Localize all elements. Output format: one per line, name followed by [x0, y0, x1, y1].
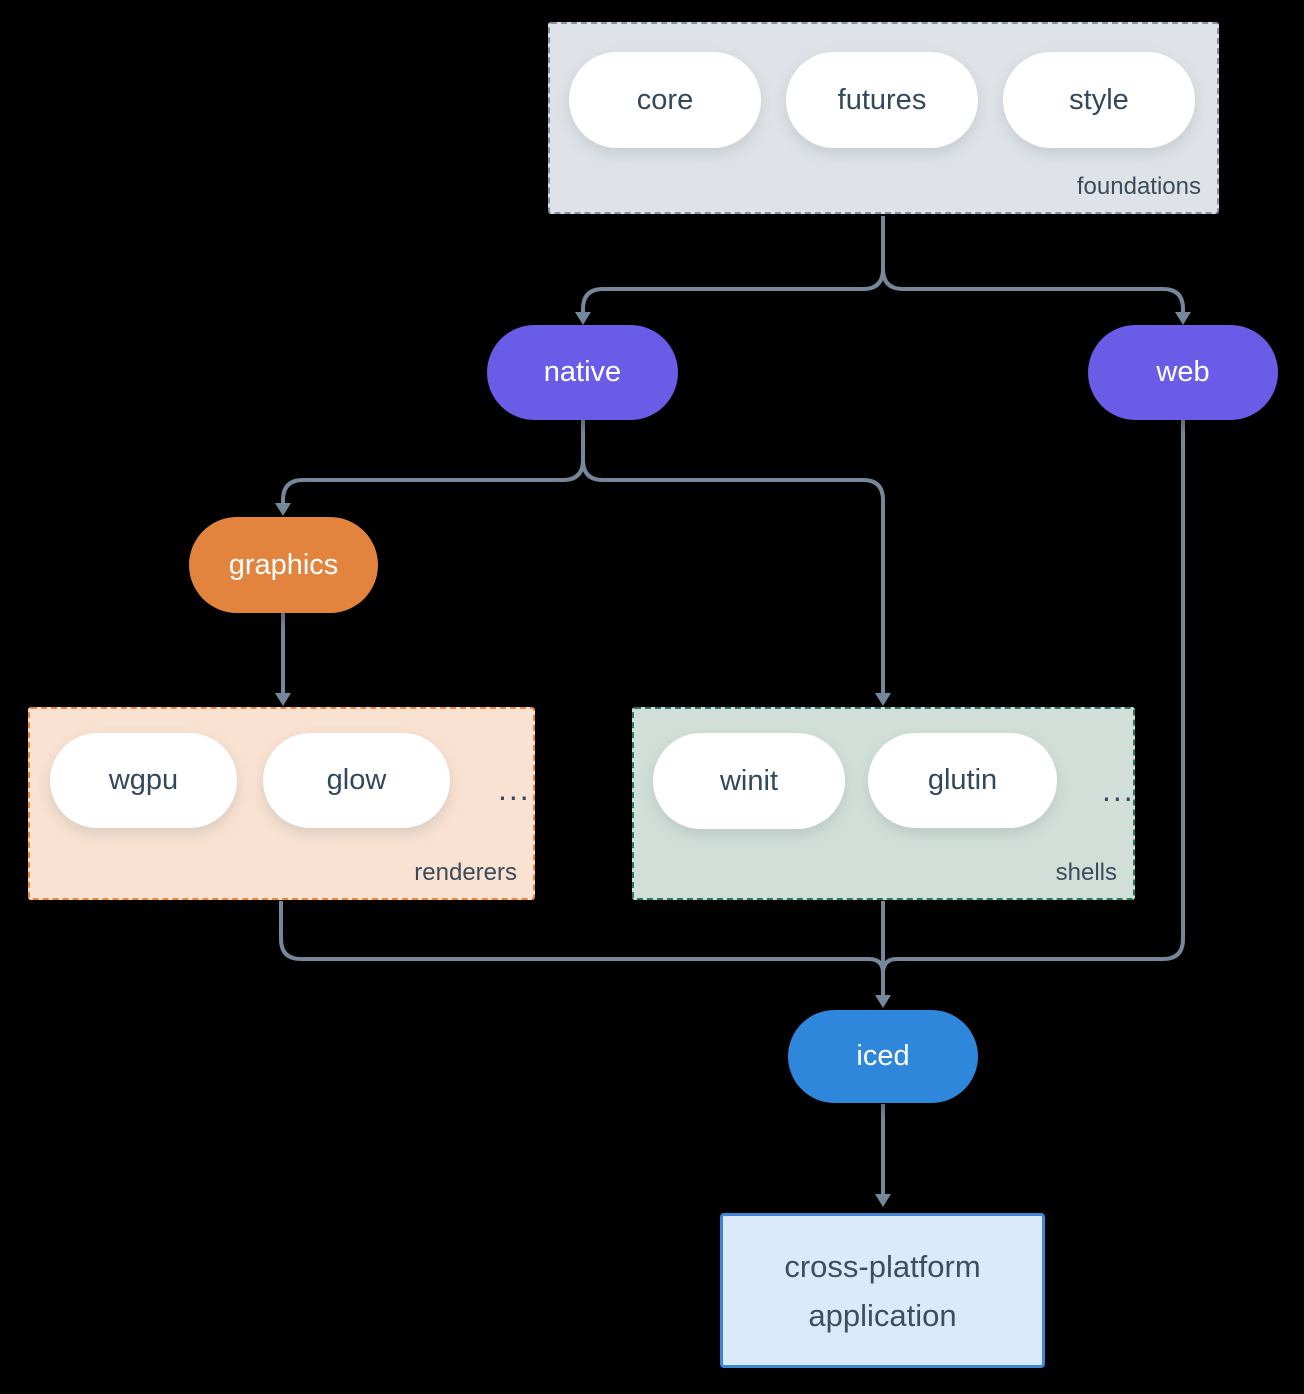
arrowhead-web-icon [1175, 312, 1191, 325]
renderers-group: wgpu glow ... renderers [28, 707, 535, 900]
renderers-pill-row: wgpu glow ... [30, 709, 533, 828]
pill-glow: glow [263, 733, 450, 828]
pill-core: core [569, 52, 761, 148]
pill-style: style [1003, 52, 1195, 148]
node-graphics: graphics [189, 517, 378, 613]
edge-renderers-iced [279, 901, 885, 974]
shells-label: shells [1055, 859, 1117, 886]
foundations-label: foundations [1076, 173, 1201, 200]
pill-futures: futures [786, 52, 978, 148]
arrowhead-application-icon [875, 1194, 891, 1207]
node-iced: iced [788, 1010, 978, 1103]
pill-glutin: glutin [868, 733, 1057, 828]
edge-native-shells [581, 459, 885, 696]
pill-winit: winit [653, 733, 845, 829]
arrowhead-native-icon [575, 312, 591, 325]
node-native: native [487, 325, 678, 420]
application-label-line1: cross-platform [784, 1248, 981, 1284]
node-application: cross-platform application [720, 1213, 1045, 1368]
arrowhead-graphics-icon [275, 503, 291, 516]
application-label-line2: application [808, 1297, 957, 1333]
shells-pill-row: winit glutin ... [634, 709, 1133, 829]
shells-ellipsis: ... [1102, 771, 1135, 808]
renderers-label: renderers [414, 859, 517, 886]
edge-native-graphics [281, 420, 585, 506]
renderers-ellipsis: ... [498, 771, 531, 807]
arrowhead-shells-icon [875, 693, 891, 706]
foundations-pill-row: core futures style [550, 24, 1217, 148]
arrowhead-iced-icon [875, 995, 891, 1008]
foundations-group: core futures style foundations [548, 22, 1219, 214]
arrowhead-renderers-icon [275, 693, 291, 706]
edge-foundations-native [581, 216, 885, 315]
edge-foundations-web [881, 268, 1185, 315]
pill-wgpu: wgpu [50, 733, 237, 828]
node-web: web [1088, 325, 1278, 420]
shells-group: winit glutin ... shells [632, 707, 1135, 900]
